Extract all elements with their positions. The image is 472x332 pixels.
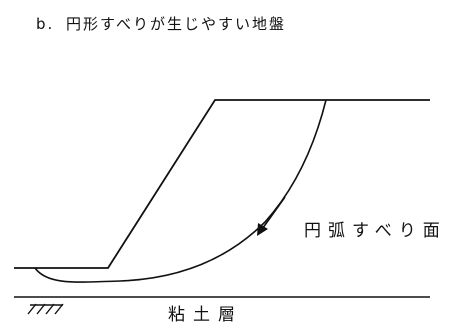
circular-slip-arc bbox=[34, 99, 327, 283]
clay-layer-label: 粘土層 bbox=[168, 305, 243, 325]
slip-surface-label: 円弧すべり面 bbox=[304, 221, 447, 241]
figure-title-text: 円形すべりが生じやすい地盤 bbox=[66, 15, 286, 33]
figure-title: b. 円形すべりが生じやすい地盤 bbox=[36, 14, 286, 34]
slope-profile-line bbox=[14, 99, 430, 269]
slip-direction-arrow bbox=[257, 196, 286, 236]
ground-hatch bbox=[27, 303, 64, 315]
figure-label: b. bbox=[36, 15, 55, 33]
